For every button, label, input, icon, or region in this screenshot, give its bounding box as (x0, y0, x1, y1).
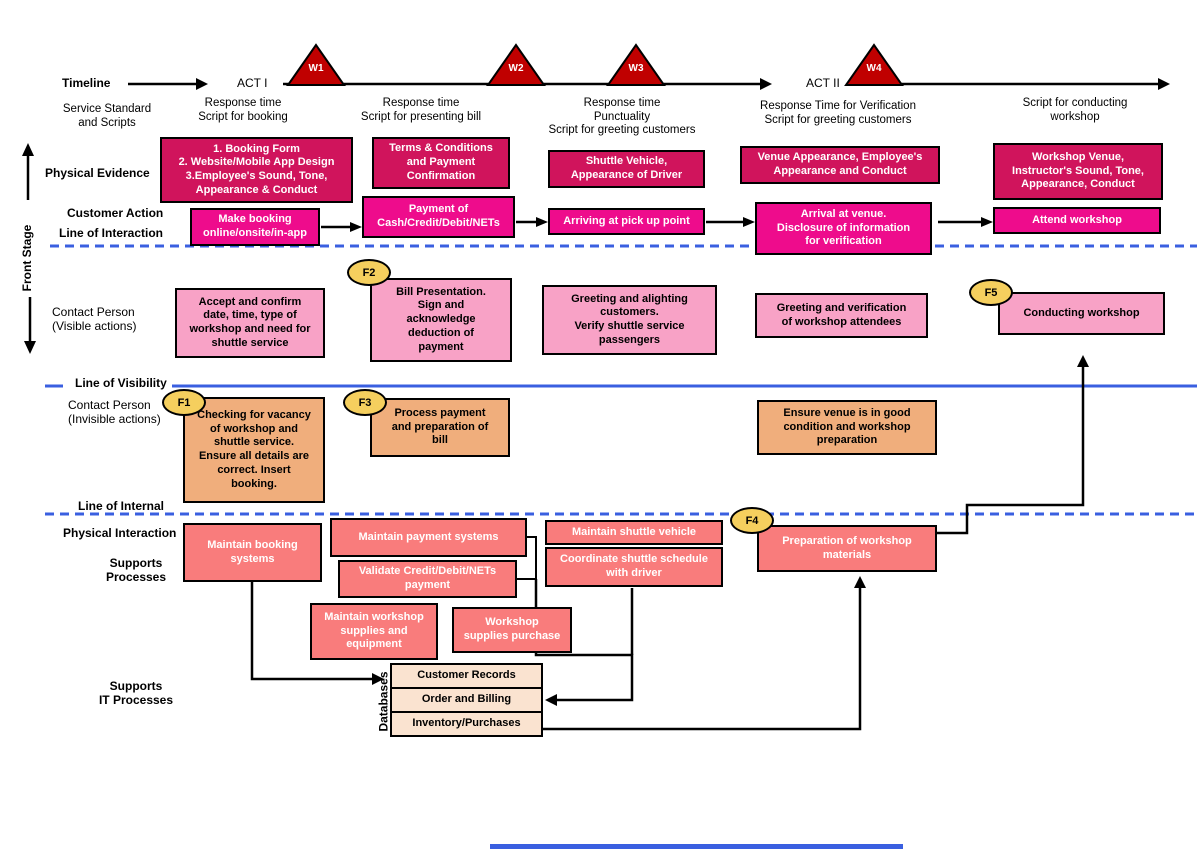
visible-greeting-alighting-box: Greeting and alighting customers. Verify… (542, 285, 717, 355)
act2-label: ACT II (806, 76, 840, 90)
front-stage-down-arrowhead-icon (24, 341, 36, 354)
support-maintain-payment-box: Maintain payment systems (330, 518, 527, 557)
timeline-arrowhead-icon (196, 78, 208, 90)
connector-arrowhead-icon (372, 673, 384, 685)
support-validate-payment-box: Validate Credit/Debit/NETs payment (338, 560, 517, 598)
databases-label: Databases (376, 671, 391, 732)
support-supplies-purchase-box: Workshop supplies purchase (452, 607, 572, 653)
action-arrival-venue-box: Arrival at venue. Disclosure of informat… (755, 202, 932, 255)
support-maintain-shuttle-box: Maintain shuttle vehicle (545, 520, 723, 545)
visible-conducting-workshop-box: Conducting workshop (998, 292, 1165, 335)
fail-point-f2: F2 (347, 259, 391, 286)
physical-evidence-label: Physical Evidence (45, 166, 150, 180)
act2-arrowhead-icon (1158, 78, 1170, 90)
database-order-billing-box: Order and Billing (390, 687, 543, 713)
supports-it-processes-label: Supports IT Processes (98, 679, 174, 707)
flow-arrowhead-icon (350, 222, 362, 232)
visible-bill-presentation-box: Bill Presentation. Sign and acknowledge … (370, 278, 512, 362)
support-preparation-materials-box: Preparation of workshop materials (757, 525, 937, 572)
physical-interaction-label: Physical Interaction (63, 526, 177, 540)
evidence-venue-box: Venue Appearance, Employee's Appearance … (740, 146, 940, 184)
act1-label: ACT I (237, 76, 268, 90)
connector-booking-to-customer-records (250, 582, 373, 681)
warning-w4-label: W4 (866, 63, 882, 74)
customer-action-label: Customer Action (67, 206, 164, 220)
warning-triangle-w3-icon (606, 43, 666, 86)
contact-visible-label: Contact Person (Visible actions) (52, 305, 137, 333)
note-presenting-bill: Response time Script for presenting bill (360, 97, 482, 123)
invisible-checking-vacancy-box: Checking for vacancy of workshop and shu… (183, 397, 325, 503)
connector-arrowhead-icon (1077, 355, 1089, 367)
fail-point-f3: F3 (343, 389, 387, 416)
connector-arrowhead-icon (854, 576, 866, 588)
line-of-internal-label: Line of Internal (78, 499, 165, 513)
evidence-shuttle-box: Shuttle Vehicle, Appearance of Driver (548, 150, 705, 188)
fail-point-f1: F1 (162, 389, 206, 416)
connector-preparation-to-conducting (937, 366, 1085, 535)
fail-point-f5: F5 (969, 279, 1013, 306)
front-stage-label: Front Stage (20, 224, 34, 292)
connector-inventory-to-preparation (543, 586, 862, 731)
timeline-label: Timeline (62, 76, 111, 90)
warning-triangle-w1-icon (286, 43, 346, 86)
evidence-workshop-venue-box: Workshop Venue, Instructor's Sound, Tone… (993, 143, 1163, 200)
action-attend-workshop-box: Attend workshop (993, 207, 1161, 234)
database-inventory-box: Inventory/Purchases (390, 711, 543, 737)
evidence-terms-box: Terms & Conditions and Payment Confirmat… (372, 137, 510, 189)
warning-triangle-w4-icon (844, 43, 904, 86)
front-stage-up-arrowhead-icon (22, 143, 34, 156)
invisible-process-payment-box: Process payment and preparation of bill (370, 398, 510, 457)
supports-processes-label: Supports Processes (105, 556, 167, 584)
flow-arrowhead-icon (981, 217, 993, 227)
flow-arrowhead-icon (536, 217, 548, 227)
connector-arrowhead-icon (545, 694, 557, 706)
invisible-ensure-venue-box: Ensure venue is in good condition and wo… (757, 400, 937, 455)
warning-w2-label: W2 (508, 63, 524, 74)
flow-arrowhead-icon (743, 217, 755, 227)
support-coordinate-shuttle-box: Coordinate shuttle schedule with driver (545, 547, 723, 587)
note-act1-booking: Response time Script for booking (198, 97, 288, 123)
contact-invisible-label: Contact Person (Invisible actions) (68, 398, 161, 426)
line-of-visibility-label: Line of Visibility (75, 376, 167, 390)
support-maintain-booking-box: Maintain booking systems (183, 523, 322, 582)
note-conducting-workshop: Script for conducting workshop (1022, 97, 1128, 123)
connector-payment-bracket (527, 536, 537, 579)
warning-triangle-w2-icon (486, 43, 546, 86)
warning-w3-label: W3 (628, 63, 644, 74)
visible-greeting-verification-box: Greeting and verification of workshop at… (755, 293, 928, 338)
note-verification: Response Time for Verification Script fo… (760, 100, 916, 126)
action-make-booking-box: Make booking online/onsite/in-app (190, 208, 320, 246)
note-service-standard: Service Standard and Scripts (62, 103, 152, 129)
line-of-interaction-label: Line of Interaction (59, 226, 164, 240)
support-maintain-supplies-box: Maintain workshop supplies and equipment (310, 603, 438, 660)
fail-point-f4: F4 (730, 507, 774, 534)
act1-arrowhead-icon (760, 78, 772, 90)
page-edge-strip (490, 844, 903, 849)
warning-w1-label: W1 (308, 63, 324, 74)
evidence-booking-form-box: 1. Booking Form 2. Website/Mobile App De… (160, 137, 353, 203)
note-punctuality: Response time Punctuality Script for gre… (548, 97, 696, 137)
visible-accept-confirm-box: Accept and confirm date, time, type of w… (175, 288, 325, 358)
action-arriving-box: Arriving at pick up point (548, 208, 705, 235)
database-customer-records-box: Customer Records (390, 663, 543, 689)
action-payment-box: Payment of Cash/Credit/Debit/NETs (362, 196, 515, 238)
